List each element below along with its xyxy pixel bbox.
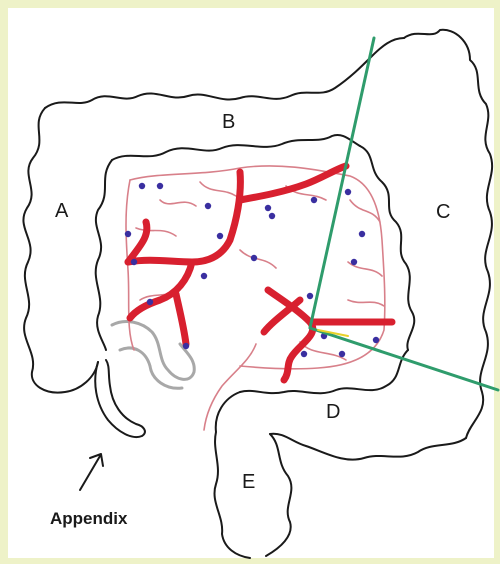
lymph-node [157,183,163,189]
label-segment-a: A [55,200,69,222]
lymph-node [269,213,275,219]
ascending-colon-inner [96,160,112,350]
vessel-branch-12 [240,250,276,268]
vessel-branch-4 [136,228,176,236]
appendix-outline [95,360,145,437]
label-segment-e: E [242,471,255,493]
lymph-node [201,273,207,279]
label-appendix: Appendix [50,509,128,528]
lymph-node [183,343,189,349]
lymph-node [125,231,131,237]
sigmoid-branch [264,300,300,332]
rectum-inner [266,434,291,556]
vessel-branch-3 [200,182,236,196]
appendix-arrow [80,456,100,490]
section-line-lower [310,328,498,390]
lymph-node [339,351,345,357]
vessel-branch-9 [348,300,384,306]
lymph-node [359,231,365,237]
vessel-branch-2 [160,200,196,206]
lymph-node [351,259,357,265]
middle-colic-branch [240,166,346,200]
label-segment-c: C [436,201,450,223]
lymph-node [265,205,271,211]
lymph-node [217,233,223,239]
lymph-node [139,183,145,189]
transverse-colon-inner [112,135,360,160]
label-segment-b: B [222,111,235,133]
lymph-node [205,203,211,209]
sigmoid-colon-outline [270,434,466,460]
lymph-node [147,299,153,305]
lymph-node [345,189,351,195]
cecum-loop-outline [120,348,182,388]
descending-colon-outline [404,30,492,438]
section-line-upper [310,38,374,328]
ileocolic-branch [176,294,186,344]
vessel-branch-11 [204,344,256,430]
label-segment-d: D [326,401,340,423]
transverse-colon-outline [45,38,404,108]
lymph-node [307,293,313,299]
lymph-node [131,259,137,265]
lymph-node [301,351,307,357]
lymph-node [311,197,317,203]
lymph-node [251,255,257,261]
ascending-colon-outline [23,108,98,393]
lymph-node [373,337,379,343]
sigmoid-colon-inner [240,350,408,393]
